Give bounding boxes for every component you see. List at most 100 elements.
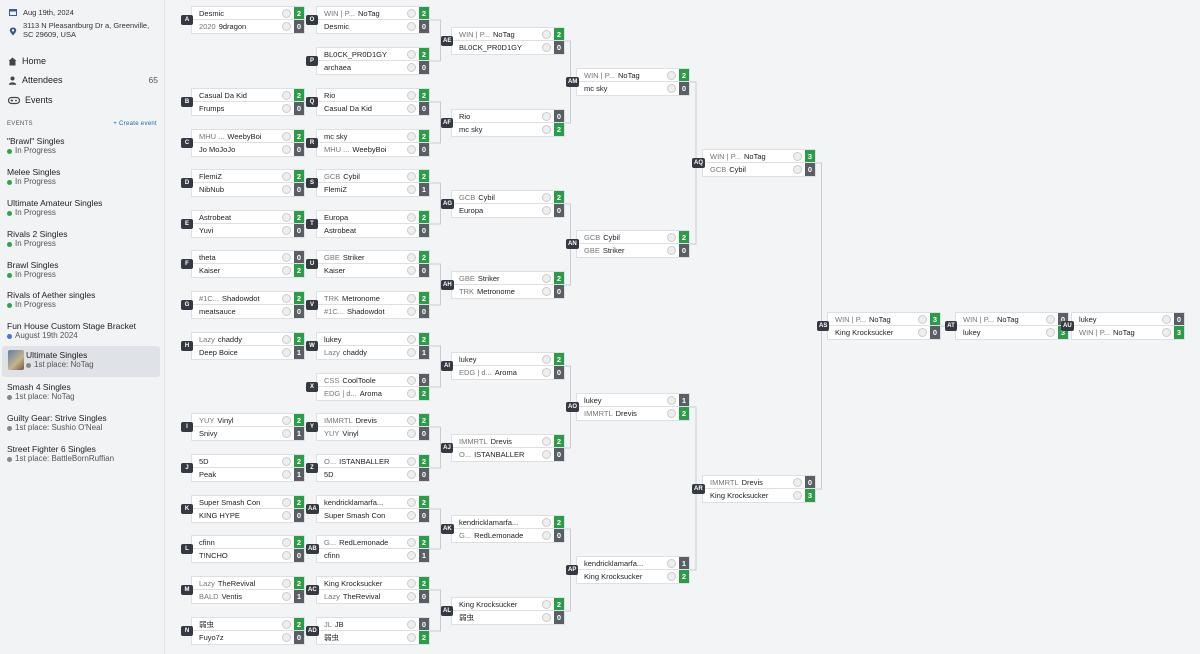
player-slot[interactable]: kendricklamarfa...2: [451, 515, 565, 529]
player-slot[interactable]: kendricklamarfa...1: [576, 556, 690, 570]
nav-home[interactable]: Home: [8, 56, 158, 66]
nav-events[interactable]: Events: [7, 95, 158, 105]
nav-attendees[interactable]: Attendees 65: [8, 75, 158, 85]
